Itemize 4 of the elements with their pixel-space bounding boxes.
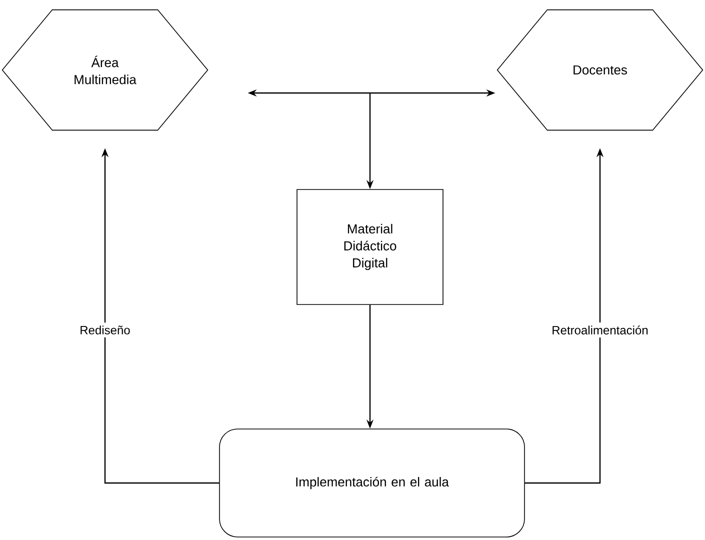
edge-label: Retroalimentación [548, 322, 652, 338]
edge-label: Rediseño [76, 322, 134, 338]
process-box: Material Didáctico Digital [296, 189, 444, 305]
rounded-box: Implementación en el aula [219, 428, 525, 538]
